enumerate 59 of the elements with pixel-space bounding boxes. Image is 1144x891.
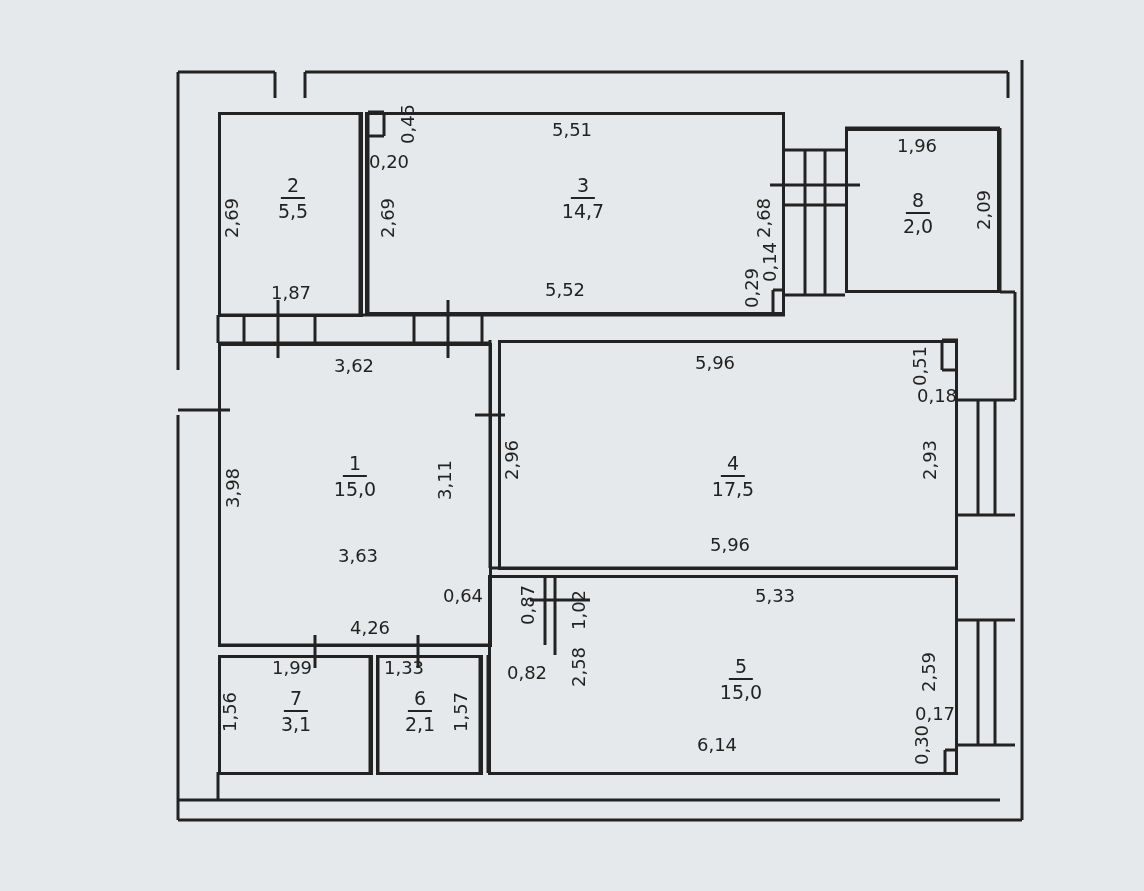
dimension-label: 3,11 bbox=[435, 459, 455, 501]
dimension-label: 2,09 bbox=[974, 189, 994, 231]
room-number: 7 bbox=[283, 686, 309, 712]
room-number: 1 bbox=[342, 451, 368, 477]
room-outline bbox=[845, 128, 1000, 293]
dimension-label: 1,87 bbox=[270, 283, 312, 303]
room-outline bbox=[218, 655, 373, 775]
room-area: 3,1 bbox=[280, 712, 312, 736]
room-area: 15,0 bbox=[333, 477, 377, 501]
dimension-label: 5,52 bbox=[544, 280, 586, 300]
dimension-label: 1,56 bbox=[220, 691, 240, 733]
dimension-label: 3,63 bbox=[337, 546, 379, 566]
dimension-label: 0,30 bbox=[912, 724, 932, 766]
room-number: 4 bbox=[720, 451, 746, 477]
dimension-label: 0,29 bbox=[742, 267, 762, 309]
dimension-label: 0,87 bbox=[518, 584, 538, 626]
dimension-label: 1,99 bbox=[271, 658, 313, 678]
room-area: 17,5 bbox=[711, 477, 755, 501]
dimension-label: 0,14 bbox=[760, 241, 780, 283]
dimension-label: 2,68 bbox=[754, 197, 774, 239]
dimension-label: 3,62 bbox=[333, 356, 375, 376]
dimension-label: 2,69 bbox=[222, 197, 242, 239]
dimension-label: 0,82 bbox=[506, 663, 548, 683]
dimension-label: 0,51 bbox=[910, 345, 930, 387]
dimension-label: 5,51 bbox=[551, 120, 593, 140]
room-outline bbox=[218, 343, 492, 647]
dimension-label: 0,20 bbox=[368, 152, 410, 172]
room-outline bbox=[488, 575, 958, 775]
room-number: 6 bbox=[407, 686, 433, 712]
dimension-label: 2,58 bbox=[569, 646, 589, 688]
dimension-label: 2,96 bbox=[502, 439, 522, 481]
dimension-label: 5,33 bbox=[754, 586, 796, 606]
dimension-label: 0,18 bbox=[916, 386, 958, 406]
room-number: 3 bbox=[570, 173, 596, 199]
room-number: 8 bbox=[905, 188, 931, 214]
dimension-label: 2,69 bbox=[378, 197, 398, 239]
dimension-label: 0,64 bbox=[442, 586, 484, 606]
room-number: 2 bbox=[280, 173, 306, 199]
room-area: 2,0 bbox=[902, 214, 934, 238]
room-area: 15,0 bbox=[719, 680, 763, 704]
room-outline bbox=[376, 655, 483, 775]
room-area: 2,1 bbox=[404, 712, 436, 736]
room-area: 5,5 bbox=[277, 199, 309, 223]
room-outline bbox=[498, 340, 958, 570]
dimension-label: 4,26 bbox=[349, 618, 391, 638]
dimension-label: 5,96 bbox=[709, 535, 751, 555]
dimension-label: 1,96 bbox=[896, 136, 938, 156]
dimension-label: 5,96 bbox=[694, 353, 736, 373]
room-area: 14,7 bbox=[561, 199, 605, 223]
dimension-label: 1,33 bbox=[383, 658, 425, 678]
dimension-label: 2,59 bbox=[919, 651, 939, 693]
dimension-label: 6,14 bbox=[696, 735, 738, 755]
dimension-label: 1,02 bbox=[569, 589, 589, 631]
dimension-label: 3,98 bbox=[223, 467, 243, 509]
room-outline bbox=[218, 112, 363, 317]
room-number: 5 bbox=[728, 654, 754, 680]
dimension-label: 0,17 bbox=[914, 704, 956, 724]
dimension-label: 1,57 bbox=[451, 691, 471, 733]
dimension-label: 2,93 bbox=[920, 439, 940, 481]
